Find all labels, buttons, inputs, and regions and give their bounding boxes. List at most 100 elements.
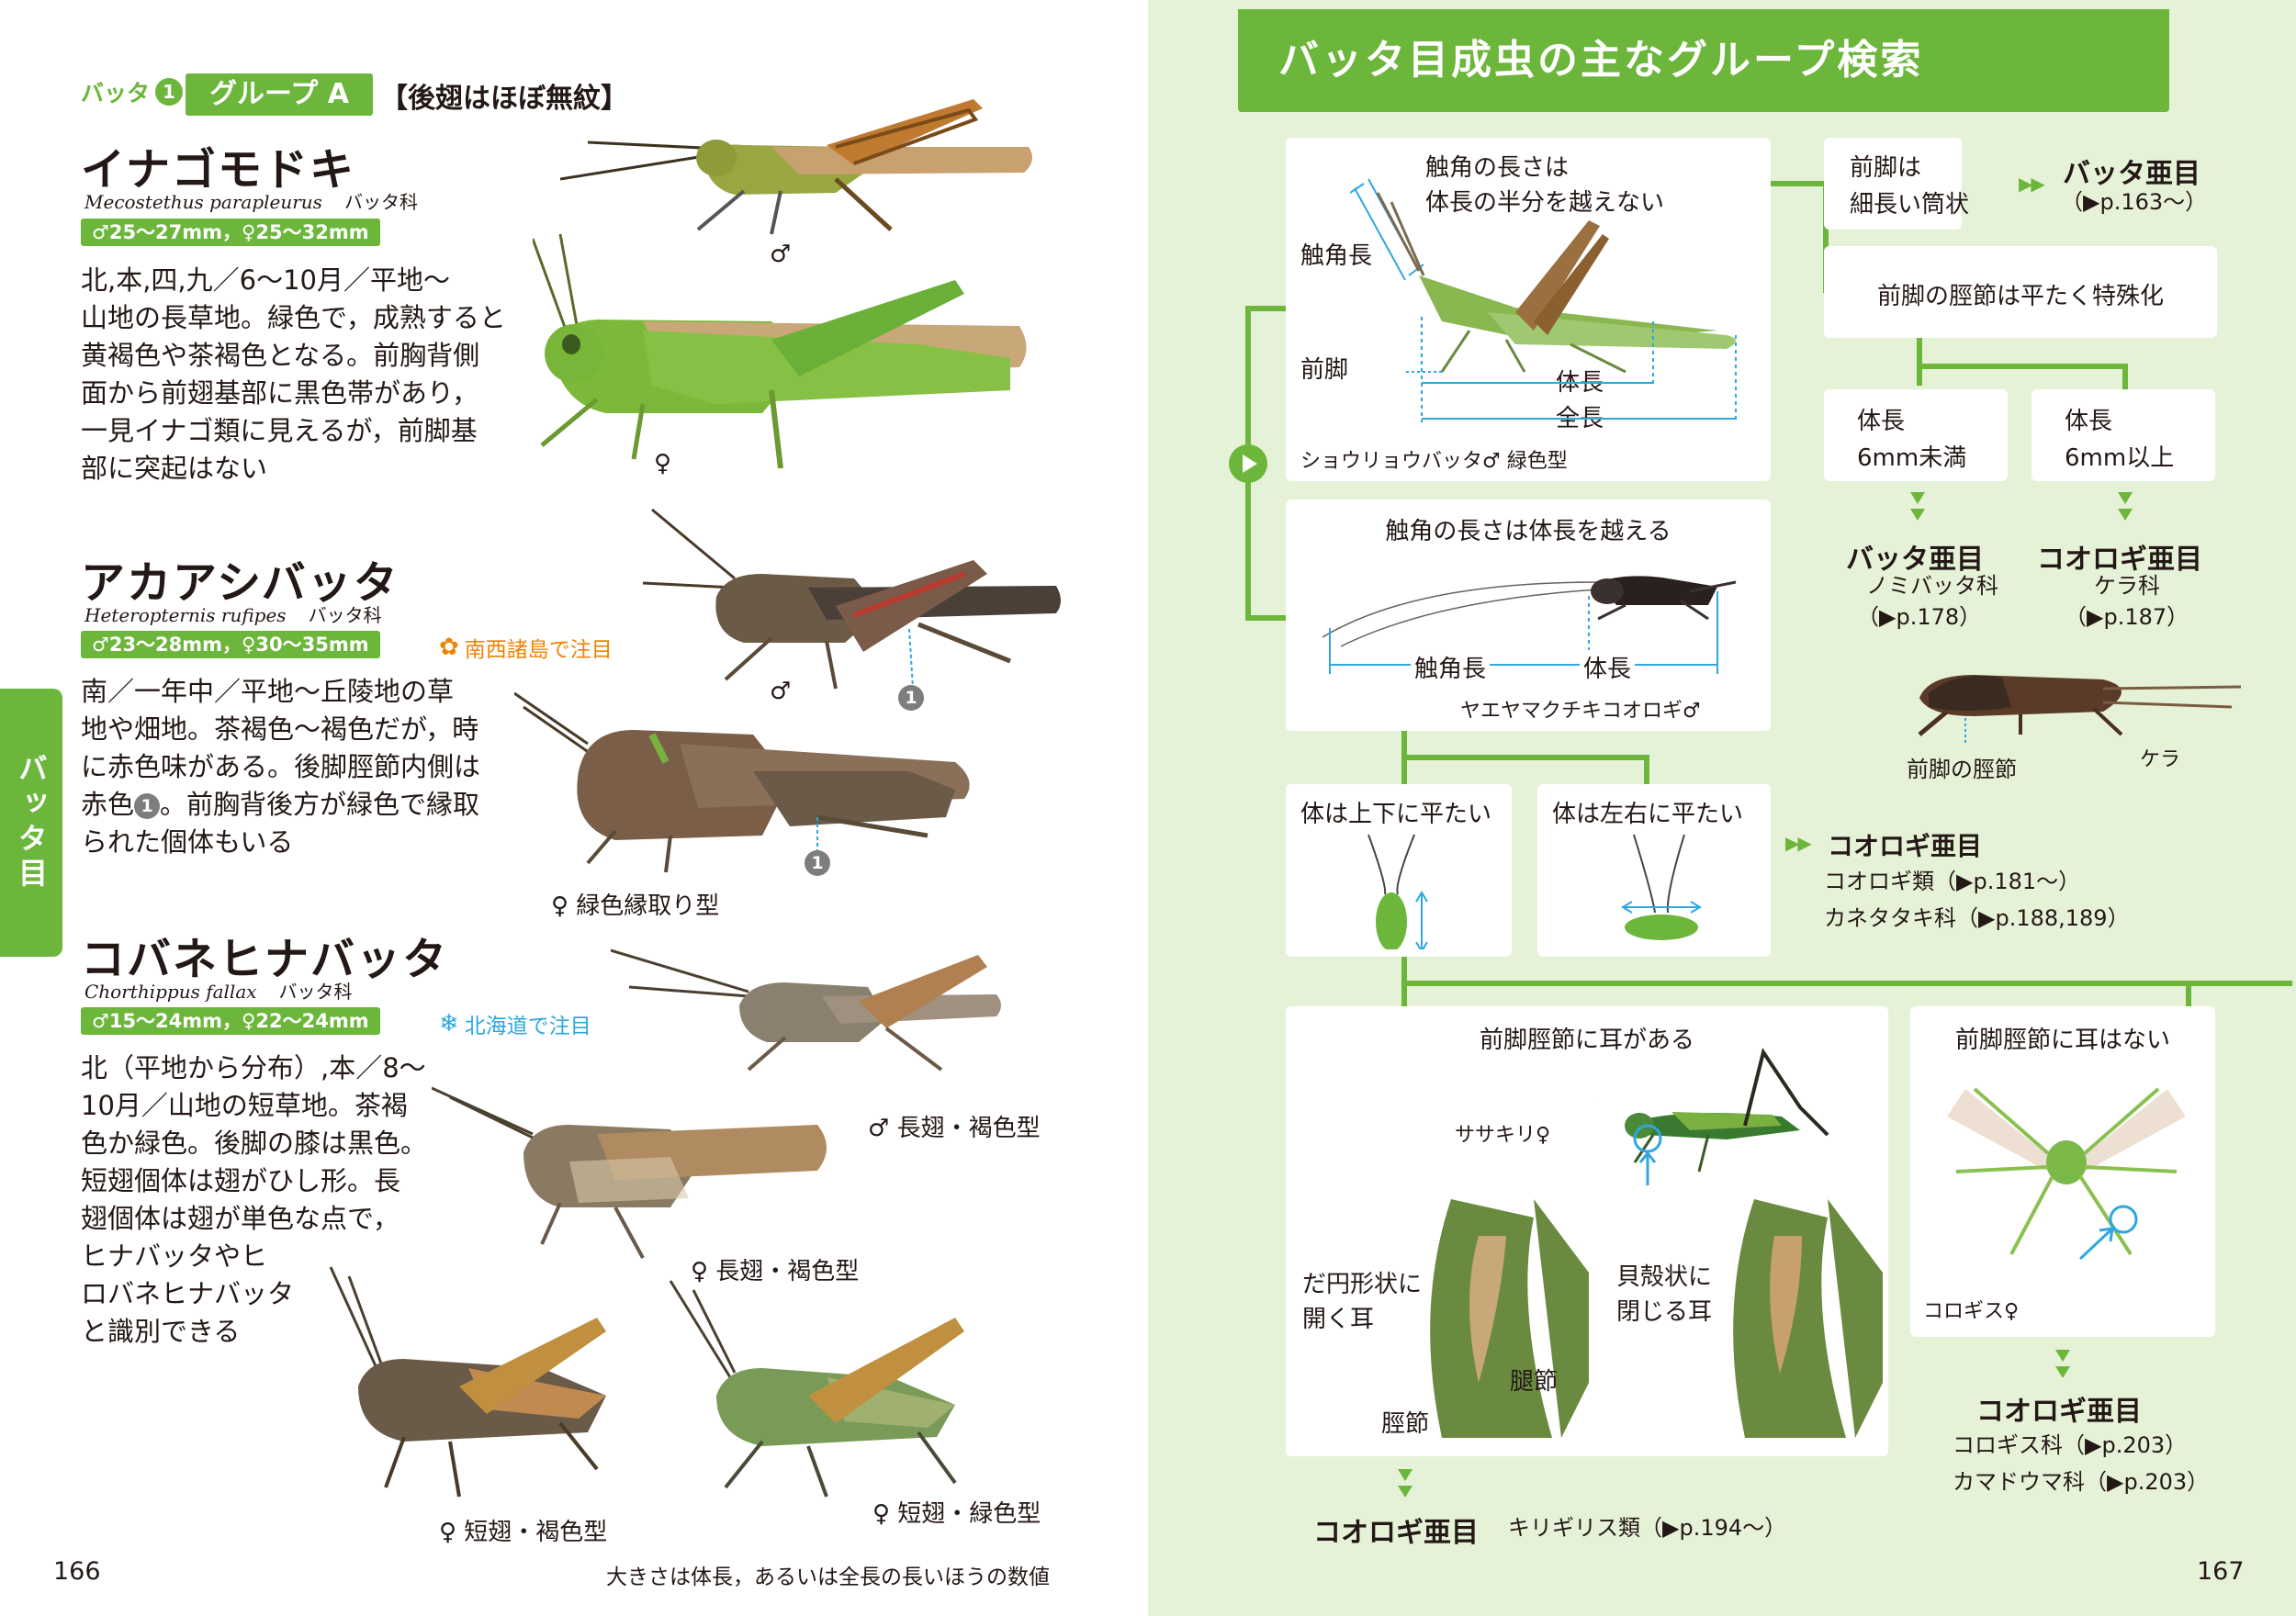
result-family: ケラ科 xyxy=(2094,573,2160,599)
box-ear-absent: 前脚脛節に耳はない コロギス♀ xyxy=(1910,1006,2215,1337)
question-line: 前脚脛節に耳がある xyxy=(1479,1027,1694,1054)
box-flat-tibia: 前脚の脛節は平たく特殊化 xyxy=(1824,246,2217,338)
species-description: 北（平地から分布）,本／8～ 10月／山地の短草地。茶褐 色か緑色。後脚の膝は黒… xyxy=(81,1049,485,1351)
connector xyxy=(1401,755,1649,760)
result-koorogi-suborder-3: コオロギ亜目 xyxy=(1976,1396,2142,1428)
sci-name-text: Heteropternis rufipes xyxy=(84,604,287,626)
species-sci-name: Chorthippus fallax バッタ科 xyxy=(84,977,353,1004)
connector xyxy=(1917,338,1922,386)
photo-yaeyamakuchiki xyxy=(1322,576,1737,674)
label-female-green-edge: ♀ 緑色縁取り型 xyxy=(551,892,720,920)
species-sci-name: Mecostethus parapleurus バッタ科 xyxy=(84,187,418,214)
box-large-size: 体長 6mm以上 xyxy=(2032,389,2215,481)
desc-line: 北,本,四,九／6～10月／平地～ xyxy=(81,264,451,296)
box-ear-present: 前脚脛節に耳がある ササキリ♀ だ円形状に 開く耳 貝殻状に 閉じる耳 xyxy=(1286,1006,1888,1456)
result-ref: （▶p.163～） xyxy=(2061,189,2208,215)
photo-sasakiri xyxy=(1598,1048,1829,1185)
family-name: バッタ科 xyxy=(278,981,353,1003)
desc-line: ロバネヒナバッタ xyxy=(81,1278,295,1309)
label-foreleg: 前脚 xyxy=(1300,356,1349,384)
desc-line: 色か緑色。後脚の膝は黒色。 xyxy=(81,1128,428,1159)
photo-akaashibatta-male xyxy=(642,508,1061,703)
question-line: 触角の長さは xyxy=(1425,154,1570,182)
label-kera-foreleg: 前脚の脛節 xyxy=(1907,757,2017,782)
photo-kobane-female-short-green xyxy=(669,1280,964,1498)
photo-caption: ササキリ♀ xyxy=(1455,1124,1551,1147)
arrow-down-icon xyxy=(2055,1366,2070,1378)
photo-caption: コロギス♀ xyxy=(1923,1300,2020,1323)
box-antenna-long: 触角の長さは体長を越える 触角長 体長 ヤエヤマクチキコオロギ♂ xyxy=(1286,499,1771,731)
box-vertically-flat: 体は上下に平たい xyxy=(1286,784,1512,957)
result-koorogi-suborder-2: コオロギ亜目 xyxy=(1828,831,1983,861)
photo-inagomodoki-female xyxy=(533,233,1027,469)
box-line: 6mm未満 xyxy=(1857,444,1967,472)
desc-line: ヒナバッタやヒ xyxy=(81,1240,268,1272)
label-shell-ear: 閉じる耳 xyxy=(1616,1298,1713,1326)
cross-section-vertical xyxy=(1367,834,1428,949)
page-number-right: 167 xyxy=(2197,1557,2245,1586)
question-line: 体長の半分を越えない xyxy=(1425,189,1665,217)
arrow-down-icon xyxy=(2118,492,2133,504)
box-line: 6mm以上 xyxy=(2065,444,2175,472)
label-female: ♀ xyxy=(654,450,672,477)
connector xyxy=(1245,615,1286,621)
key-title-text: バッタ目成虫の主なグループ検索 xyxy=(1278,37,1924,84)
start-play-icon xyxy=(1229,444,1267,483)
box-line: 前脚は xyxy=(1850,154,1922,182)
photo-kobane-male-long xyxy=(611,948,1001,1072)
label-oval-ear: 開く耳 xyxy=(1302,1306,1375,1333)
desc-line: 翅個体は翅が単色な点で， xyxy=(81,1203,400,1234)
section-badge: バッタ 1 xyxy=(81,75,184,108)
connector xyxy=(1823,181,1829,293)
label-body-length: 体長 xyxy=(1580,650,1636,684)
size-bar: ♂23～28mm，♀30～35mm xyxy=(81,631,380,658)
connector xyxy=(1771,181,1826,186)
box-line: 体長 xyxy=(1857,408,1906,435)
desc-line: 一見イナゴ類に見えるが，前脚基 xyxy=(81,415,478,446)
photo-kobane-female-short-brown xyxy=(329,1266,606,1498)
size-bar: ♂15～24mm，♀22～24mm xyxy=(81,1007,380,1035)
size-bar: ♂25～27mm，♀25～32mm xyxy=(81,219,380,246)
desc-line: 10月／山地の短草地。茶褐 xyxy=(81,1090,408,1121)
right-page: バッタ目成虫の主なグループ検索 触角の長さは 体長の半分を越えない 触角長 前脚… xyxy=(1148,0,2296,1616)
flower-icon: ✿ xyxy=(439,634,459,661)
family-name: バッタ科 xyxy=(343,191,418,213)
arrow-down-icon xyxy=(2055,1350,2070,1362)
species-name-inagomodoki: イナゴモドキ xyxy=(81,144,356,196)
box-text: 体は左右に平たい xyxy=(1552,801,1744,828)
label-female-short-brown: ♀ 短翅・褐色型 xyxy=(439,1519,608,1546)
label-kera: ケラ xyxy=(2140,748,2181,771)
desc-line: 北（平地から分布）,本／8～ xyxy=(81,1052,426,1083)
sci-name-text: Mecostethus parapleurus xyxy=(84,191,322,213)
arrow-down-icon xyxy=(1398,1469,1412,1481)
desc-line: 黄褐色や茶褐色となる。前胸背側 xyxy=(81,340,480,371)
box-line: 体長 xyxy=(2065,408,2113,435)
result-ref: （▶p.178） xyxy=(1857,604,1982,630)
key-title: バッタ目成虫の主なグループ検索 xyxy=(1238,9,2169,112)
arrow-down-icon xyxy=(1910,492,1925,504)
sci-name-text: Chorthippus fallax xyxy=(84,981,257,1003)
box-front-tube: 前脚は 細長い筒状 xyxy=(1824,138,1969,230)
box-horizontally-flat: 体は左右に平たい xyxy=(1537,784,1771,957)
box-line: 細長い筒状 xyxy=(1850,191,1970,219)
question-line: 触角の長さは体長を越える xyxy=(1385,518,1671,545)
question-line: 前脚脛節に耳はない xyxy=(1954,1027,2170,1054)
section-number: 1 xyxy=(155,78,184,106)
result-batta-suborder: バッタ亜目 xyxy=(2063,158,2200,190)
connector xyxy=(2122,364,2128,389)
species-description: 南／一年中／平地～丘陵地の草 地や畑地。茶褐色～褐色だが，時 に赤色味がある。後… xyxy=(81,673,558,861)
desc-line: 短翅個体は翅がひし形。長 xyxy=(81,1165,401,1196)
desc-line: に赤色味がある。後脚脛節内側は xyxy=(81,751,481,782)
box-text: 前脚の脛節は平たく特殊化 xyxy=(1876,283,2164,310)
species-name-akaashibatta: アカアシバッタ xyxy=(81,557,400,609)
result-family-1: コロギス科（▶p.203） xyxy=(1953,1432,2188,1458)
group-tag: グループ A xyxy=(186,73,373,116)
result-family-2: カネタタキ科（▶p.188,189） xyxy=(1824,905,2130,931)
result-family-1: コオロギ類（▶p.181～） xyxy=(1824,869,2081,894)
label-tibia: 脛節 xyxy=(1381,1410,1430,1438)
result-family: ノミバッタ科 xyxy=(1866,573,1998,599)
arrow-down-icon xyxy=(1398,1486,1412,1498)
photo-kobane-female-long xyxy=(432,1086,827,1259)
